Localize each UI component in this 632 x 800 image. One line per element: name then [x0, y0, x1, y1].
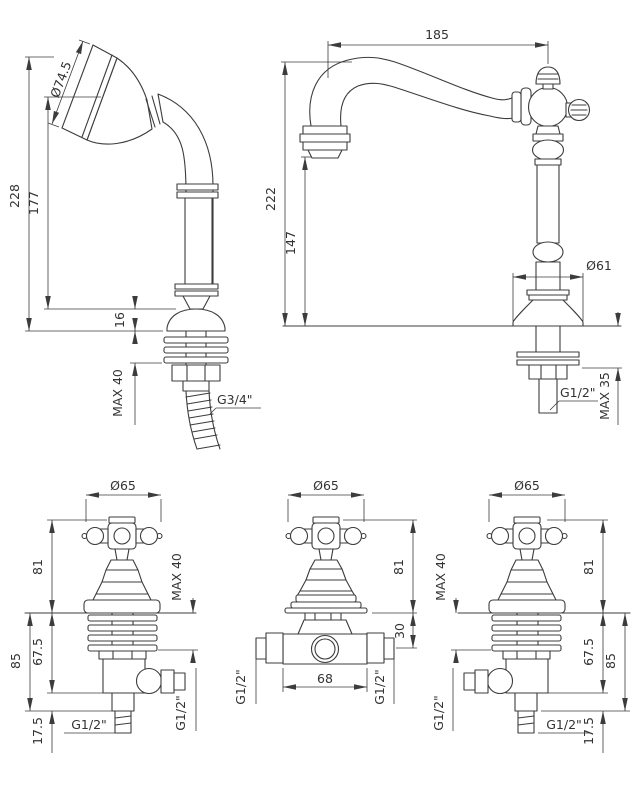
- hose: [185, 390, 221, 450]
- dim-valve-left-total-depth: 85: [8, 653, 23, 669]
- dim-spout-reach: 185: [425, 27, 449, 42]
- label-valve-center-right-thread: G1/2": [372, 669, 387, 705]
- valve-right-dimensions: Ø65 MAX 40 81 67.5 85 17.5 G1/2" G1/2": [431, 478, 630, 753]
- label-valve-left-side-thread: G1/2": [173, 695, 188, 731]
- valve-center-figure: [255, 516, 395, 665]
- dim-hand-shower-max-deck: MAX 40: [110, 369, 125, 417]
- hand-shower-figure: [61, 44, 229, 450]
- label-hand-shower-hose-thread: G3/4": [217, 392, 253, 407]
- dim-spout-total-height: 222: [263, 187, 278, 211]
- dim-valve-center-body-depth: 30: [392, 623, 407, 639]
- dim-spout-outlet-height: 147: [283, 231, 298, 255]
- dim-hand-shower-base-height: 16: [112, 312, 127, 328]
- valve-right-figure: [457, 516, 631, 734]
- label-valve-center-left-thread: G1/2": [233, 669, 248, 705]
- dim-valve-left-handle-height: 81: [30, 559, 45, 575]
- valve-left-figure: [24, 516, 197, 734]
- dim-valve-left-outlet-length: 17.5: [30, 717, 45, 745]
- dim-valve-right-handle-diameter: Ø65: [514, 478, 540, 493]
- label-valve-right-side-thread: G1/2": [431, 695, 446, 731]
- dim-valve-center-handle-diameter: Ø65: [313, 478, 339, 493]
- label-valve-left-bottom-thread: G1/2": [71, 717, 107, 732]
- dim-valve-right-body-depth: 67.5: [581, 638, 596, 666]
- dim-spout-max-deck: MAX 35: [597, 372, 612, 420]
- dim-valve-right-handle-height: 81: [581, 559, 596, 575]
- label-spout-shank-thread: G1/2": [560, 385, 596, 400]
- dim-spout-base-diameter: Ø61: [586, 258, 612, 273]
- dim-valve-right-total-depth: 85: [603, 653, 618, 669]
- dim-valve-left-handle-diameter: Ø65: [110, 478, 136, 493]
- dim-valve-center-handle-height: 81: [391, 559, 406, 575]
- dim-valve-right-max-wall: MAX 40: [433, 553, 448, 601]
- spout-figure: [282, 56, 622, 414]
- dim-hand-shower-total-height: 228: [7, 184, 22, 208]
- valve-center-dimensions: Ø65 81 30 68 G1/2" G1/2": [233, 478, 417, 705]
- dim-valve-right-outlet-length: 17.5: [581, 717, 596, 745]
- valve-left-dimensions: Ø65 81 MAX 40 67.5 85 17.5 G1/2" G1/2": [8, 478, 198, 753]
- spout-dimensions: 185 222 147 Ø61 MAX 35 G1/2": [263, 27, 622, 425]
- dim-hand-shower-face-height: 177: [26, 191, 41, 215]
- label-valve-right-bottom-thread: G1/2": [546, 717, 582, 732]
- dim-valve-left-body-depth: 67.5: [30, 638, 45, 666]
- dim-hand-shower-head-diameter: Ø74.5: [47, 59, 74, 100]
- dim-valve-center-body-width: 68: [317, 671, 333, 686]
- dim-valve-left-max-wall: MAX 40: [169, 553, 184, 601]
